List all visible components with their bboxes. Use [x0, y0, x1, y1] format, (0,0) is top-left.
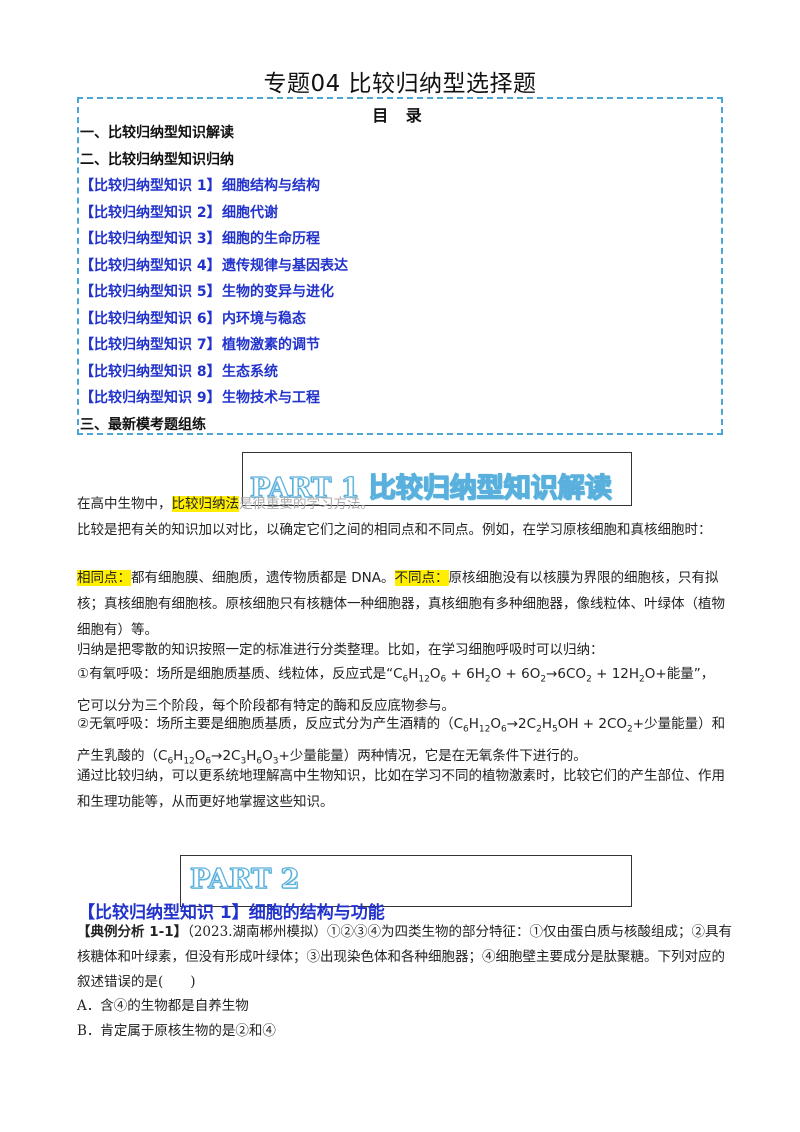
example-question: 【典例分析 1-1】（2023.湖南郴州模拟）①②③④为四类生物的部分特征：①仅… [77, 920, 732, 995]
example-label: 【典例分析 1-1】 [77, 924, 188, 940]
part1-label: PART 1 比较归纳型知识解读 [249, 472, 612, 504]
toc-item-tag: 【比较归纳型知识 5】 [80, 284, 221, 300]
toc-section-2[interactable]: 二、比较归纳型知识归纳 [80, 152, 234, 168]
anaerobic-paragraph: ②无氧呼吸：场所主要是细胞质基质，反应式分为产生酒精的（C6H12O6→2C2H… [77, 716, 726, 767]
toc-item-name: 植物激素的调节 [222, 337, 320, 353]
page-title: 专题04 比较归纳型选择题 [263, 71, 537, 97]
toc-item-2[interactable]: 【比较归纳型知识 2】细胞代谢 [80, 204, 278, 222]
option-a: A．含④的生物都是自养生物 [77, 998, 249, 1014]
part2-label: PART 2 [189, 863, 300, 895]
same-label: 相同点： [77, 570, 131, 586]
toc-item-name: 生物的变异与进化 [222, 284, 334, 300]
part2-banner [180, 855, 632, 907]
toc-item-tag: 【比较归纳型知识 3】 [80, 231, 221, 247]
toc-item-9[interactable]: 【比较归纳型知识 9】生物技术与工程 [80, 389, 320, 407]
toc-item-name: 内环境与稳态 [222, 310, 306, 327]
toc-item-tag: 【比较归纳型知识 9】 [80, 390, 221, 406]
toc-item-name: 生物技术与工程 [222, 390, 320, 406]
toc-item-tag: 【比较归纳型知识 7】 [80, 337, 221, 353]
highlight-method: 比较归纳法 [171, 496, 239, 512]
toc-item-6[interactable]: 【比较归纳型知识 6】内环境与稳态 [80, 310, 306, 328]
toc-box [77, 97, 723, 435]
toc-section-3[interactable]: 三、最新模考题组练 [80, 417, 206, 433]
section1-title: 【比较归纳型知识 1】细胞的结构与功能 [78, 903, 385, 923]
option-b: B．肯定属于原核生物的是②和④ [77, 1023, 276, 1039]
compare-paragraph: 比较是把有关的知识加以对比，以确定它们之间的相同点和不同点。例如，在学习原核细胞… [77, 522, 712, 538]
toc-item-tag: 【比较归纳型知识 1】 [80, 178, 221, 194]
toc-item-3[interactable]: 【比较归纳型知识 3】细胞的生命历程 [80, 230, 320, 248]
same-diff-paragraph: 相同点：都有细胞膜、细胞质，遗传物质都是 DNA。不同点：原核细胞没有以核膜为界… [77, 565, 727, 643]
intro-paragraph: 在高中生物中，比较归纳法是很重要的学习方法。 [77, 491, 727, 517]
induction-paragraph: 归纳是把零散的知识按照一定的标准进行分类整理。比如，在学习细胞呼吸时可以归纳： [77, 642, 604, 658]
toc-item-tag: 【比较归纳型知识 2】 [80, 204, 221, 221]
same-text: 都有细胞膜、细胞质，遗传物质都是 DNA。 [131, 570, 395, 586]
toc-item-1[interactable]: 【比较归纳型知识 1】细胞结构与结构 [80, 177, 320, 195]
toc-item-8[interactable]: 【比较归纳型知识 8】生态系统 [80, 363, 278, 381]
summary-paragraph: 通过比较归纳，可以更系统地理解高中生物知识，比如在学习不同的植物激素时，比较它们… [77, 768, 725, 810]
toc-heading: 目 录 [372, 106, 428, 125]
toc-item-tag: 【比较归纳型知识 8】 [80, 363, 221, 380]
intro-text-end: 是很重要的学习方法。 [239, 496, 374, 512]
toc-section-1[interactable]: 一、比较归纳型知识解读 [80, 125, 234, 141]
intro-text: 在高中生物中， [77, 496, 172, 512]
toc-item-name: 细胞代谢 [222, 204, 278, 221]
toc-item-name: 细胞的生命历程 [222, 231, 320, 247]
toc-item-name: 遗传规律与基因表达 [222, 257, 348, 274]
aerobic-paragraph: ①有氧呼吸：场所是细胞质基质、线粒体，反应式是“C6H12O6 + 6H2O +… [77, 666, 715, 714]
toc-item-name: 细胞结构与结构 [222, 178, 320, 194]
toc-item-4[interactable]: 【比较归纳型知识 4】遗传规律与基因表达 [80, 257, 348, 275]
toc-item-name: 生态系统 [222, 363, 278, 380]
diff-label: 不同点： [394, 570, 449, 586]
toc-item-tag: 【比较归纳型知识 4】 [80, 257, 221, 274]
part1-banner [242, 452, 632, 506]
example-text: （2023.湖南郴州模拟）①②③④为四类生物的部分特征：①仅由蛋白质与核酸组成；… [77, 924, 732, 990]
toc-item-5[interactable]: 【比较归纳型知识 5】生物的变异与进化 [80, 283, 334, 301]
diff-text: 原核细胞没有以核膜为界限的细胞核，只有拟核；真核细胞有细胞核。原核细胞只有核糖体… [77, 570, 725, 638]
toc-item-7[interactable]: 【比较归纳型知识 7】植物激素的调节 [80, 336, 320, 354]
toc-item-tag: 【比较归纳型知识 6】 [80, 310, 221, 327]
